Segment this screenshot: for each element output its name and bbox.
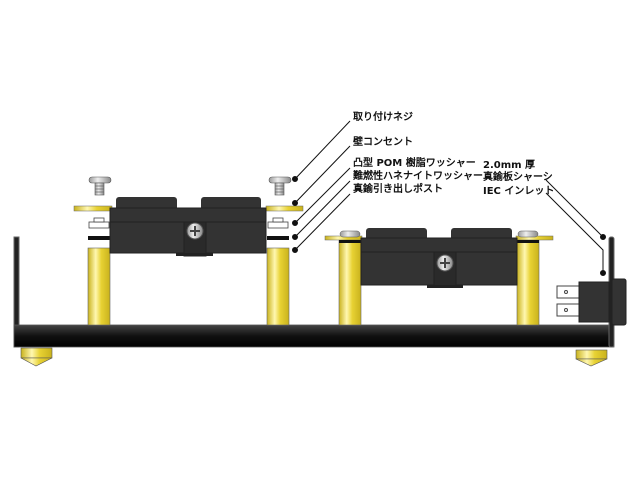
label-wall-outlet: 壁コンセント	[353, 137, 413, 148]
label-haneinite-washer: 難燃性ハネナイトワッシャー	[353, 171, 483, 182]
label-pom-washer: 凸型 POM 樹脂ワッシャー	[353, 158, 476, 169]
mounting-screw-right	[268, 176, 292, 196]
center-screw-icon	[436, 254, 454, 272]
foot-right	[575, 349, 608, 367]
foot-left	[20, 347, 53, 367]
center-screw-icon	[186, 222, 204, 240]
brass-chassis	[13, 236, 615, 348]
mounting-screw-left	[88, 176, 112, 196]
iec-inlet	[556, 278, 627, 326]
label-iec-inlet: IEC インレット	[483, 186, 555, 197]
label-mounting-screw: 取り付けネジ	[353, 112, 413, 123]
label-brass-post: 真鍮引き出しポスト	[353, 184, 443, 195]
wall-outlet-left	[73, 197, 304, 326]
label-brass-chassis: 真鍮板シャーシ	[483, 172, 553, 183]
leader-lines	[292, 120, 606, 276]
wall-outlet-right	[324, 228, 554, 326]
label-thickness: 2.0mm 厚	[483, 160, 536, 171]
